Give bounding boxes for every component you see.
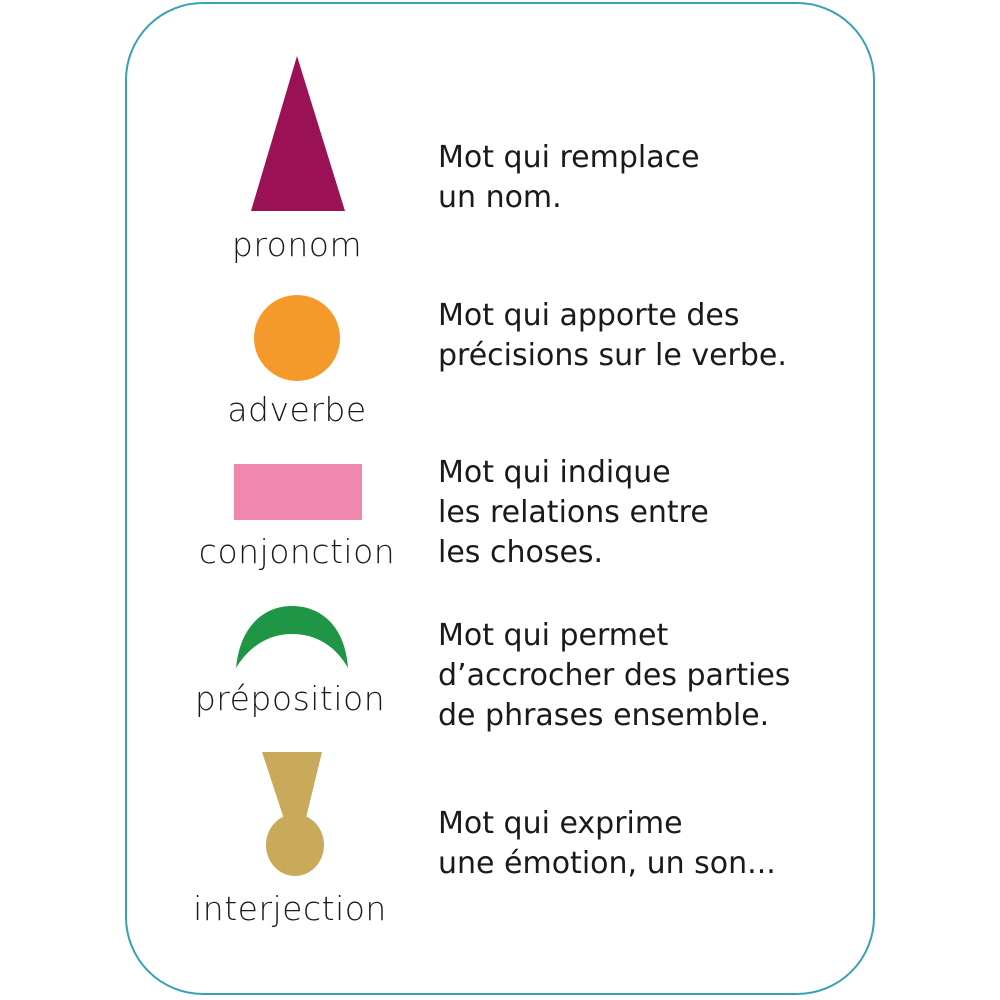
label-preposition: préposition [194, 679, 386, 718]
description-adverbe: Mot qui apporte des précisions sur le ve… [438, 296, 787, 376]
circle-icon [254, 295, 340, 381]
description-interjection: Mot qui exprime une émotion, un son... [438, 804, 776, 884]
description-line: Mot qui apporte des [438, 298, 740, 333]
description-line: d’accrocher des parties [438, 658, 791, 693]
description-line: Mot qui permet [438, 618, 669, 653]
description-line: Mot qui exprime [438, 806, 683, 841]
description-line: précisions sur le verbe. [438, 338, 787, 373]
description-preposition: Mot qui permet d’accrocher des parties d… [438, 616, 790, 736]
description-line: un nom. [438, 180, 562, 215]
triangle-icon [251, 56, 345, 211]
description-line: de phrases ensemble. [438, 698, 770, 733]
description-line: Mot qui indique [438, 455, 671, 490]
description-conjonction: Mot qui indique les relations entre les … [438, 453, 709, 573]
label-pronom: pronom [231, 225, 363, 264]
description-line: les choses. [438, 535, 604, 570]
crescent-icon [236, 606, 348, 668]
rectangle-icon [234, 464, 362, 520]
description-line: les relations entre [438, 495, 709, 530]
label-conjonction: conjonction [198, 532, 396, 571]
description-line: Mot qui remplace [438, 140, 700, 175]
exclamation-icon [262, 752, 324, 876]
label-interjection: interjection [193, 889, 387, 928]
description-line: une émotion, un son... [438, 846, 776, 881]
description-pronom: Mot qui remplace un nom. [438, 138, 700, 218]
label-adverbe: adverbe [227, 390, 367, 429]
